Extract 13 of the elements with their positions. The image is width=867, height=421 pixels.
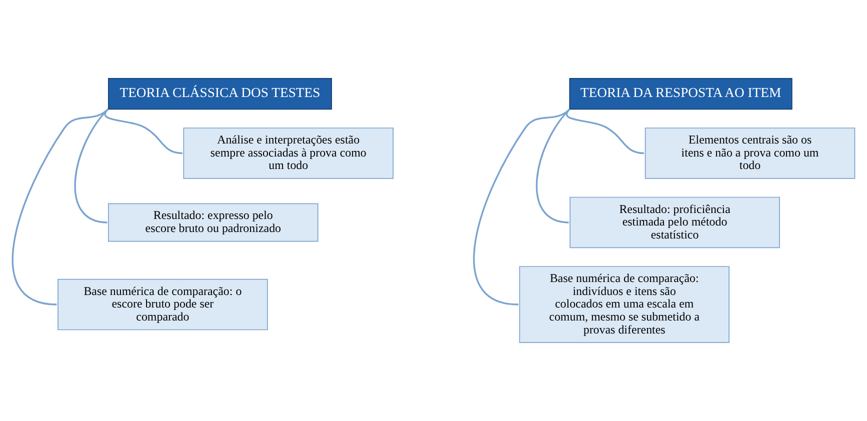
node-box: Resultado: proficiência estimada pelo método estatístico <box>570 196 780 248</box>
connector <box>12 108 109 306</box>
node-box: Elementos centrais são os itens e não a prova como um todo <box>644 128 856 179</box>
node-box: Análise e interpretações estão sempre associadas à prova como um todo <box>183 128 394 179</box>
connector <box>473 108 570 306</box>
node-box: Base numérica de comparação: o escore bruto pode ser comparado <box>58 278 268 330</box>
connector <box>104 108 182 154</box>
connector <box>536 108 570 224</box>
node-box: TEORIA CLÁSSICA DOS TESTES <box>108 78 332 110</box>
node-box: TEORIA DA RESPOSTA AO ITEM <box>569 78 792 110</box>
connector <box>74 108 109 224</box>
node-box: Base numérica de comparação: indivíduos e itens são colocados em uma escala em comum, mesmo se submetido a provas diferentes <box>519 266 730 343</box>
node-box: Resultado: expresso pelo escore bruto ou padronizado <box>108 203 318 242</box>
